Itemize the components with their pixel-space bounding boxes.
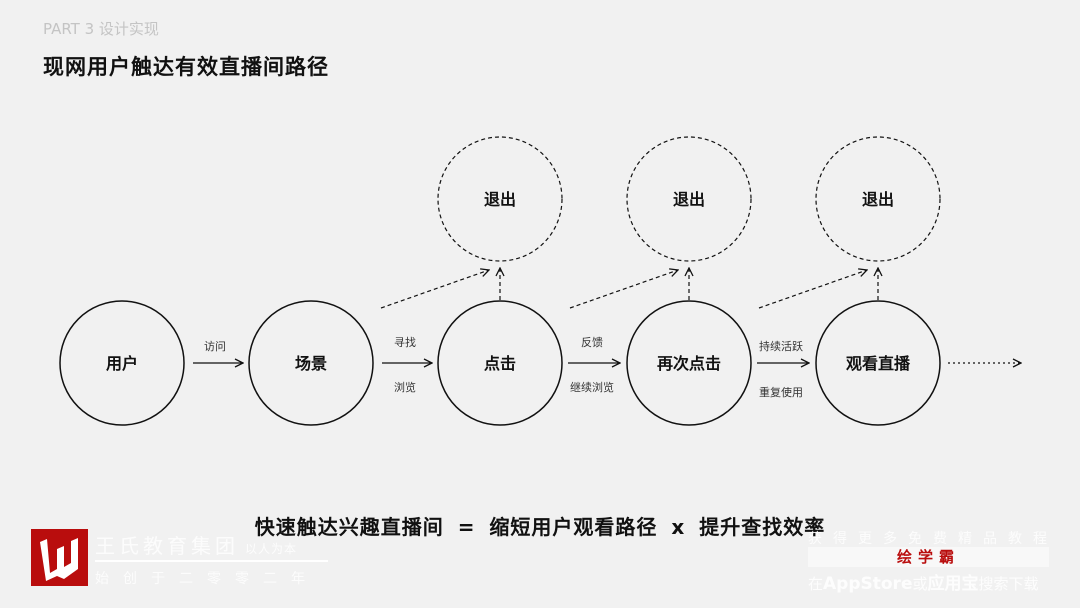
edge-label-above: 持续活跃 bbox=[759, 339, 803, 353]
exit-arrow-diagonal bbox=[758, 270, 867, 309]
exit-arrow-diagonal bbox=[569, 270, 678, 309]
watermark-left-sub: 始创于二零零二年 bbox=[95, 571, 319, 587]
formula: 快速触达兴趣直播间 = 缩短用户观看路径 x 提升查找效率 bbox=[254, 515, 826, 539]
edge-label-above: 访问 bbox=[204, 340, 226, 353]
wm-text: 搜索下载 bbox=[978, 575, 1039, 593]
exit-circle bbox=[626, 136, 752, 262]
edge-label-below: 重复使用 bbox=[759, 385, 803, 399]
watermark-slogan: 以人为本 bbox=[245, 542, 298, 556]
watermark-right-top: 获得更多免费精品教程 bbox=[808, 531, 1058, 547]
node-reclick: 再次点击 bbox=[657, 354, 721, 373]
section-label: PART 3 设计实现 bbox=[43, 20, 159, 38]
wm-yingyongbao: 应用宝 bbox=[927, 574, 979, 594]
exit-arrow-diagonal bbox=[380, 270, 489, 309]
node-circle-user bbox=[59, 300, 185, 426]
wm-text: 在 bbox=[808, 575, 824, 593]
edge-label-above: 寻找 bbox=[394, 335, 416, 349]
exit-label: 退出 bbox=[484, 190, 516, 209]
edge-label-below: 浏览 bbox=[394, 380, 416, 394]
exit-circle bbox=[437, 136, 563, 262]
node-circle-watch bbox=[815, 300, 941, 426]
watermark-divider bbox=[95, 560, 328, 562]
node-circle-click bbox=[437, 300, 563, 426]
watermark-right-bottom: 在AppStore或应用宝搜索下载 bbox=[808, 569, 1039, 594]
wm-appstore: AppStore bbox=[823, 574, 913, 594]
watermark-brand: 绘学霸 bbox=[808, 547, 1049, 567]
page-title: 现网用户触达有效直播间路径 bbox=[43, 55, 329, 79]
node-watch-live: 观看直播 bbox=[846, 354, 911, 373]
node-circle-scene bbox=[248, 300, 374, 426]
watermark-name: 王氏教育集团 bbox=[95, 534, 239, 558]
exit-label: 退出 bbox=[862, 190, 894, 209]
node-scene: 场景 bbox=[295, 354, 327, 373]
exit-circle bbox=[815, 136, 941, 262]
wm-text: 或 bbox=[912, 575, 928, 593]
w-logo-icon bbox=[40, 538, 78, 581]
exit-label: 退出 bbox=[673, 190, 705, 209]
watermark-left-name: 王氏教育集团以人为本 bbox=[95, 530, 297, 559]
node-circle-reclick bbox=[626, 300, 752, 426]
edge-label-above: 反馈 bbox=[581, 336, 603, 349]
node-user: 用户 bbox=[106, 354, 138, 373]
edge-label-below: 继续浏览 bbox=[570, 380, 614, 394]
watermark-logo bbox=[31, 529, 88, 586]
node-click: 点击 bbox=[484, 354, 516, 373]
